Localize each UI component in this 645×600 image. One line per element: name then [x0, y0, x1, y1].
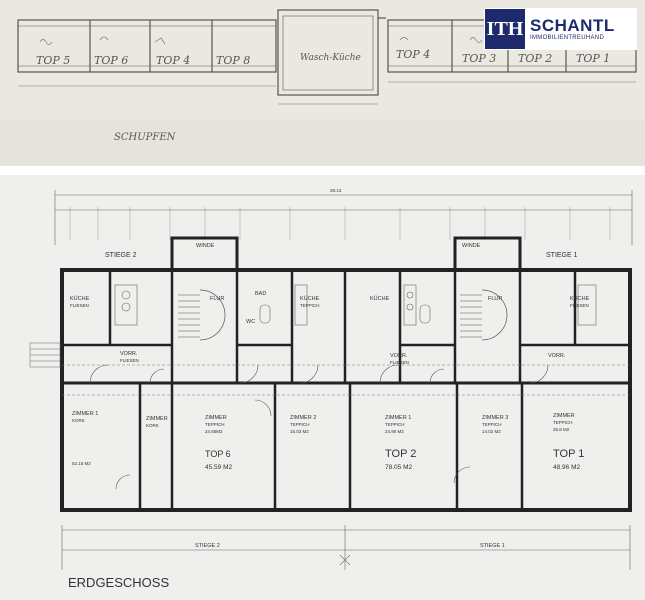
- unit-label: TOP 6: [205, 449, 231, 459]
- sketch-unit-label: TOP 3: [462, 52, 496, 65]
- room-area: 14.02 M2: [482, 429, 501, 434]
- room-label: ZIMMER 3: [482, 415, 508, 421]
- room-label: BAD: [255, 291, 266, 297]
- logo-name: SCHANTL: [530, 16, 615, 35]
- unit-area: 52.15 M2: [72, 461, 91, 466]
- room-label: ZIMMER: [146, 416, 168, 422]
- floor-material: TEPPICH: [482, 422, 502, 427]
- sketch-plan-image: TOP 5 TOP 6 TOP 4 TOP 8 TOP 4 TOP 3 TOP …: [0, 0, 645, 166]
- floor-material: TEPPICH: [300, 303, 320, 308]
- sketch-unit-label: TOP 1: [576, 52, 610, 65]
- room-area: 24.85M2: [205, 429, 223, 434]
- room-label: VORR.: [548, 353, 566, 359]
- sketch-unit-label: TOP 4: [156, 54, 190, 67]
- unit-area: 78.05 M2: [385, 464, 412, 471]
- logo-mark: ITH: [485, 9, 525, 49]
- unit-label: TOP 1: [553, 448, 584, 460]
- room-label: ZIMMER 2: [290, 415, 316, 421]
- room-label: FLUR: [210, 296, 224, 302]
- floor-material: FLIESEN: [570, 303, 589, 308]
- sketch-unit-label: TOP 6: [94, 54, 128, 67]
- room-label: ZIMMER: [553, 413, 575, 419]
- stair-label: STIEGE 2: [195, 543, 220, 549]
- room-label: KÜCHE: [300, 295, 320, 302]
- room-label: ZIMMER 1: [72, 411, 98, 417]
- floor-material: TEPPICH: [553, 420, 573, 425]
- floor-plan-title: ERDGESCHOSS: [68, 575, 169, 590]
- room-label: VORR.: [390, 353, 408, 359]
- unit-area: 48.96 M2: [553, 464, 580, 471]
- room-label: VORR.: [120, 351, 138, 357]
- stair-label: STIEGE 2: [105, 252, 137, 259]
- room-area: 25.8 M2: [553, 427, 570, 432]
- sketch-unit-label: TOP 5: [36, 54, 70, 67]
- room-label: FLUR: [488, 296, 502, 302]
- room-area: 15.03 M2: [290, 429, 309, 434]
- logo-tagline: IMMOBILIENTREUHAND: [530, 35, 605, 41]
- floor-material: FLIESEN: [120, 358, 139, 363]
- overall-dimension: 28.13: [330, 188, 342, 193]
- sketch-unit-label: TOP 2: [518, 52, 552, 65]
- room-label: KÜCHE: [70, 295, 90, 302]
- floor-material: KORK: [72, 418, 85, 423]
- sketch-unit-label: TOP 8: [216, 54, 250, 67]
- room-label: WC: [246, 319, 255, 325]
- floor-material: FLIESEN: [70, 303, 89, 308]
- floor-plan-image: 28.13: [0, 175, 645, 600]
- company-logo: ITH SCHANTL IMMOBILIENTREUHAND: [484, 8, 637, 50]
- sketch-unit-label: TOP 4: [396, 48, 430, 61]
- room-label: KÜCHE: [370, 295, 390, 302]
- unit-label: TOP 2: [385, 448, 416, 460]
- wind-label: WINDE: [462, 243, 481, 249]
- floor-material: KORK: [146, 423, 159, 428]
- floor-plan-drawing: 28.13: [0, 175, 645, 600]
- room-label: ZIMMER 1: [385, 415, 411, 421]
- sketch-laundry-label: Wasch-Küche: [300, 53, 361, 63]
- wind-label: WINDE: [196, 243, 215, 249]
- floor-material: TEPPICH: [205, 422, 225, 427]
- stair-label: STIEGE 1: [546, 252, 578, 259]
- room-label: KÜCHE: [570, 295, 590, 302]
- unit-area: 45.59 M2: [205, 464, 232, 471]
- stair-label: STIEGE 1: [480, 543, 505, 549]
- floor-material: FLIESEN: [390, 360, 409, 365]
- floor-material: TEPPICH: [290, 422, 310, 427]
- room-area: 24.90 M2: [385, 429, 404, 434]
- floor-material: TEPPICH: [385, 422, 405, 427]
- sketch-shed-label: SCHUPFEN: [114, 132, 177, 143]
- room-label: ZIMMER: [205, 415, 227, 421]
